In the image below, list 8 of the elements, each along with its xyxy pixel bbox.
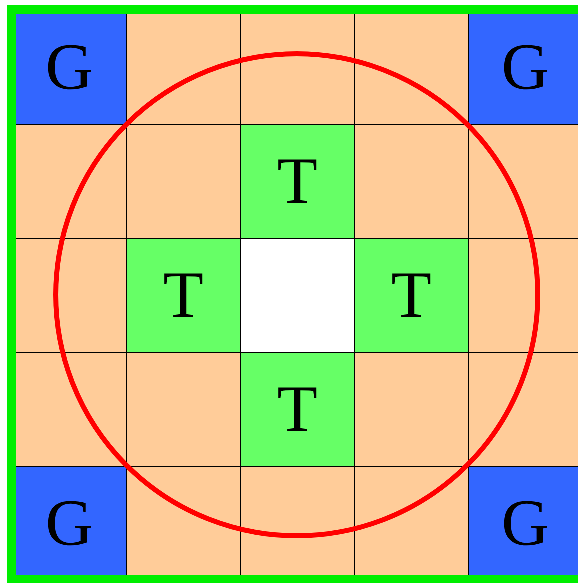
letter-label: T [277, 376, 318, 442]
letter-label: T [163, 262, 204, 328]
letter-label: G [502, 34, 550, 100]
letter-label: G [46, 34, 94, 100]
letter-label: T [391, 262, 432, 328]
letter-label: G [502, 490, 550, 556]
letter-label: T [277, 148, 318, 214]
letter-label: G [46, 490, 94, 556]
